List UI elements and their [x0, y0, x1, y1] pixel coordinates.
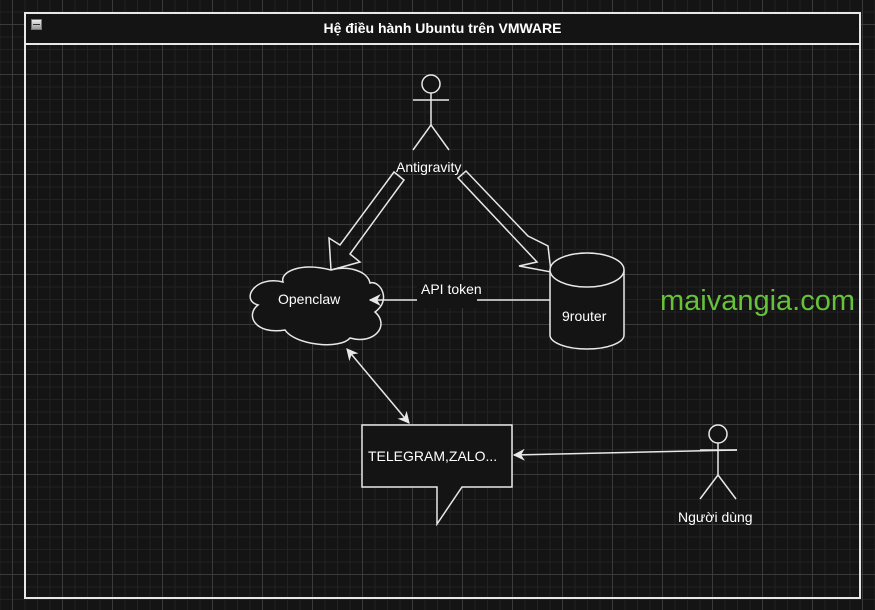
collapse-icon[interactable] [31, 19, 42, 30]
api-token-label: API token [421, 281, 482, 297]
block-arrow-to-9router[interactable] [456, 169, 552, 273]
antigravity-label: Antigravity [396, 159, 462, 175]
openclaw-label: Openclaw [278, 291, 341, 307]
container-titlebar[interactable]: Hệ điều hành Ubuntu trên VMWARE [26, 14, 859, 45]
container-frame[interactable]: Hệ điều hành Ubuntu trên VMWARE [24, 12, 861, 599]
container-title: Hệ điều hành Ubuntu trên VMWARE [323, 20, 562, 36]
messenger-label: TELEGRAM,ZALO... [368, 448, 498, 464]
openclaw-cloud-shape[interactable] [249, 266, 385, 346]
9router-label: 9router [562, 308, 607, 324]
openclaw-messenger-edge[interactable] [346, 348, 410, 424]
block-arrow-to-openclaw[interactable] [328, 170, 406, 271]
api-token-label-bg [417, 280, 477, 308]
9router-cylinder-shape[interactable] [549, 252, 625, 350]
user-label: Người dùng [678, 509, 753, 525]
user-messenger-edge[interactable] [512, 448, 738, 461]
messenger-callout-shape[interactable] [361, 424, 513, 527]
antigravity-actor-icon[interactable] [412, 74, 450, 151]
user-actor-icon[interactable] [699, 424, 737, 500]
watermark: maivangia.com [660, 285, 856, 317]
